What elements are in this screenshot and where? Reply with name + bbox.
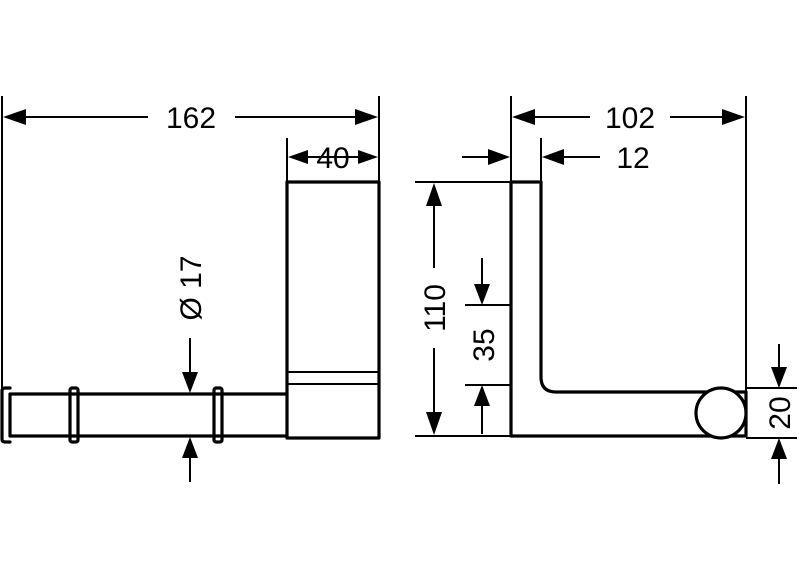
dim-label-bracket-width: 40 <box>316 142 349 175</box>
rod-outline <box>8 392 289 438</box>
arrow-20-top <box>771 367 787 388</box>
dim-label-wall-thickness: 12 <box>616 142 649 175</box>
arrow-17-top <box>182 372 198 393</box>
side-view: 102 12 110 35 20 <box>415 96 797 484</box>
arrow-17-bottom <box>182 437 198 458</box>
arrow-12-left <box>488 149 510 165</box>
arrow-20-bottom <box>771 438 787 459</box>
arrow-12-right <box>542 149 564 165</box>
dim-label-side-depth: 102 <box>605 102 655 135</box>
dim-label-rod-diameter: Ø 17 <box>175 255 208 320</box>
rod-ring-right <box>212 386 224 444</box>
front-view: 162 40 Ø 17 <box>0 96 381 482</box>
arrow-110-bottom <box>426 412 442 435</box>
arrow-162-right <box>355 109 378 125</box>
arrow-102-right <box>722 109 745 125</box>
arrow-40-right <box>358 150 378 164</box>
dim-label-rod-height: 20 <box>764 396 797 429</box>
arrow-35-top <box>474 284 490 305</box>
dim-label-height: 110 <box>419 284 452 332</box>
arrow-35-bottom <box>474 385 490 406</box>
arrow-102-left <box>512 109 535 125</box>
rod-ring-left <box>68 386 80 444</box>
dim-label-overall-width: 162 <box>166 102 216 135</box>
dim-label-arm-offset: 35 <box>468 328 501 361</box>
arrow-40-left <box>288 150 308 164</box>
rod-section-circle <box>694 386 748 440</box>
arrow-162-left <box>3 109 26 125</box>
arrow-110-top <box>426 183 442 206</box>
mount-block-outline <box>285 180 381 440</box>
rod-end-cap <box>0 386 12 444</box>
